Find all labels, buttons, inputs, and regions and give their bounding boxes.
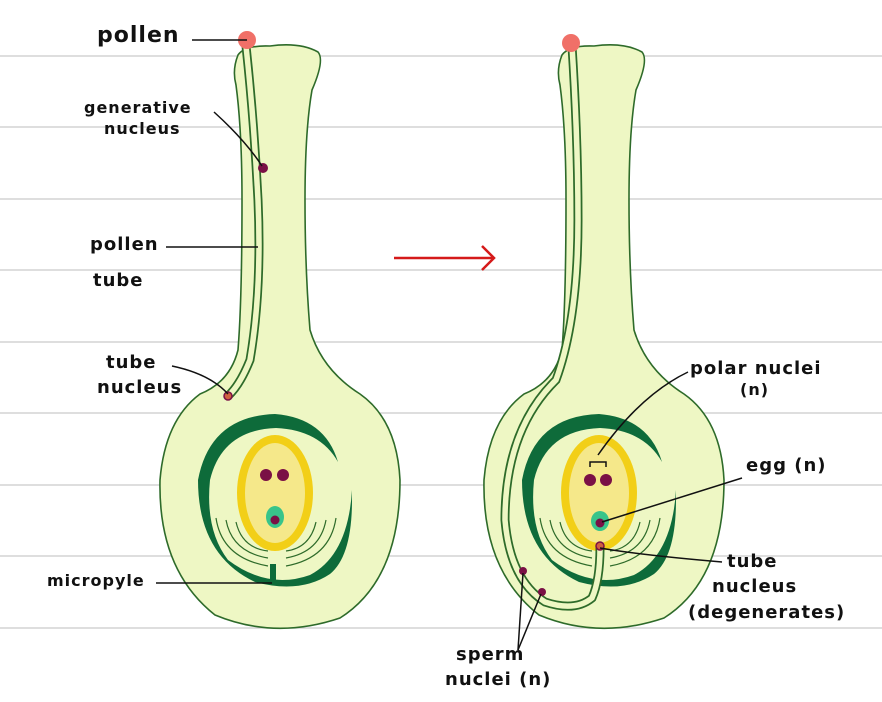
right-sperm-nucleus-1: [519, 567, 527, 575]
label-generative: generative: [84, 98, 192, 117]
label-pollen-tube-2: tube: [93, 270, 144, 291]
label-degenerates: (degenerates): [688, 602, 846, 623]
ruled-lines: [0, 55, 882, 629]
label-tube-nucleus-1: tube: [106, 352, 157, 373]
left-ovule-body: [159, 44, 401, 630]
left-tube-nucleus: [223, 391, 233, 401]
right-nucellus: [539, 517, 661, 567]
left-polar-nucleus-2: [277, 469, 289, 481]
label-sperm: sperm: [456, 644, 525, 665]
right-leader-lines: [517, 371, 743, 651]
right-ovule: [483, 34, 743, 651]
left-micropyle: [270, 564, 276, 582]
label-polar-nuclei-n: (n): [740, 380, 770, 399]
right-polar-nucleus-1: [584, 474, 596, 486]
right-polar-nucleus-2: [600, 474, 612, 486]
label-tube-nucleus-2: nucleus: [97, 377, 183, 398]
label-egg: egg (n): [746, 455, 827, 476]
label-pollen-tube-1: pollen: [90, 234, 159, 255]
right-sperm-nucleus-2: [538, 588, 546, 596]
right-ovule-body: [483, 44, 725, 630]
right-pollen-grain: [562, 34, 580, 52]
left-generative-nucleus: [258, 163, 268, 173]
label-micropyle: micropyle: [47, 571, 145, 590]
label-generative-nucleus: nucleus: [104, 119, 181, 138]
label-pollen: pollen: [97, 23, 180, 48]
left-nucellus: [215, 517, 337, 567]
left-polar-nucleus-1: [260, 469, 272, 481]
left-ovule: [156, 31, 401, 630]
label-polar-nuclei: polar nuclei: [690, 358, 822, 379]
left-leader-lines: [156, 39, 272, 584]
transition-arrow: [394, 245, 496, 271]
label-tube-nucleus-right-2: nucleus: [712, 576, 798, 597]
label-tube-nucleus-right-1: tube: [727, 551, 778, 572]
label-sperm-nuclei: nuclei (n): [445, 669, 552, 690]
